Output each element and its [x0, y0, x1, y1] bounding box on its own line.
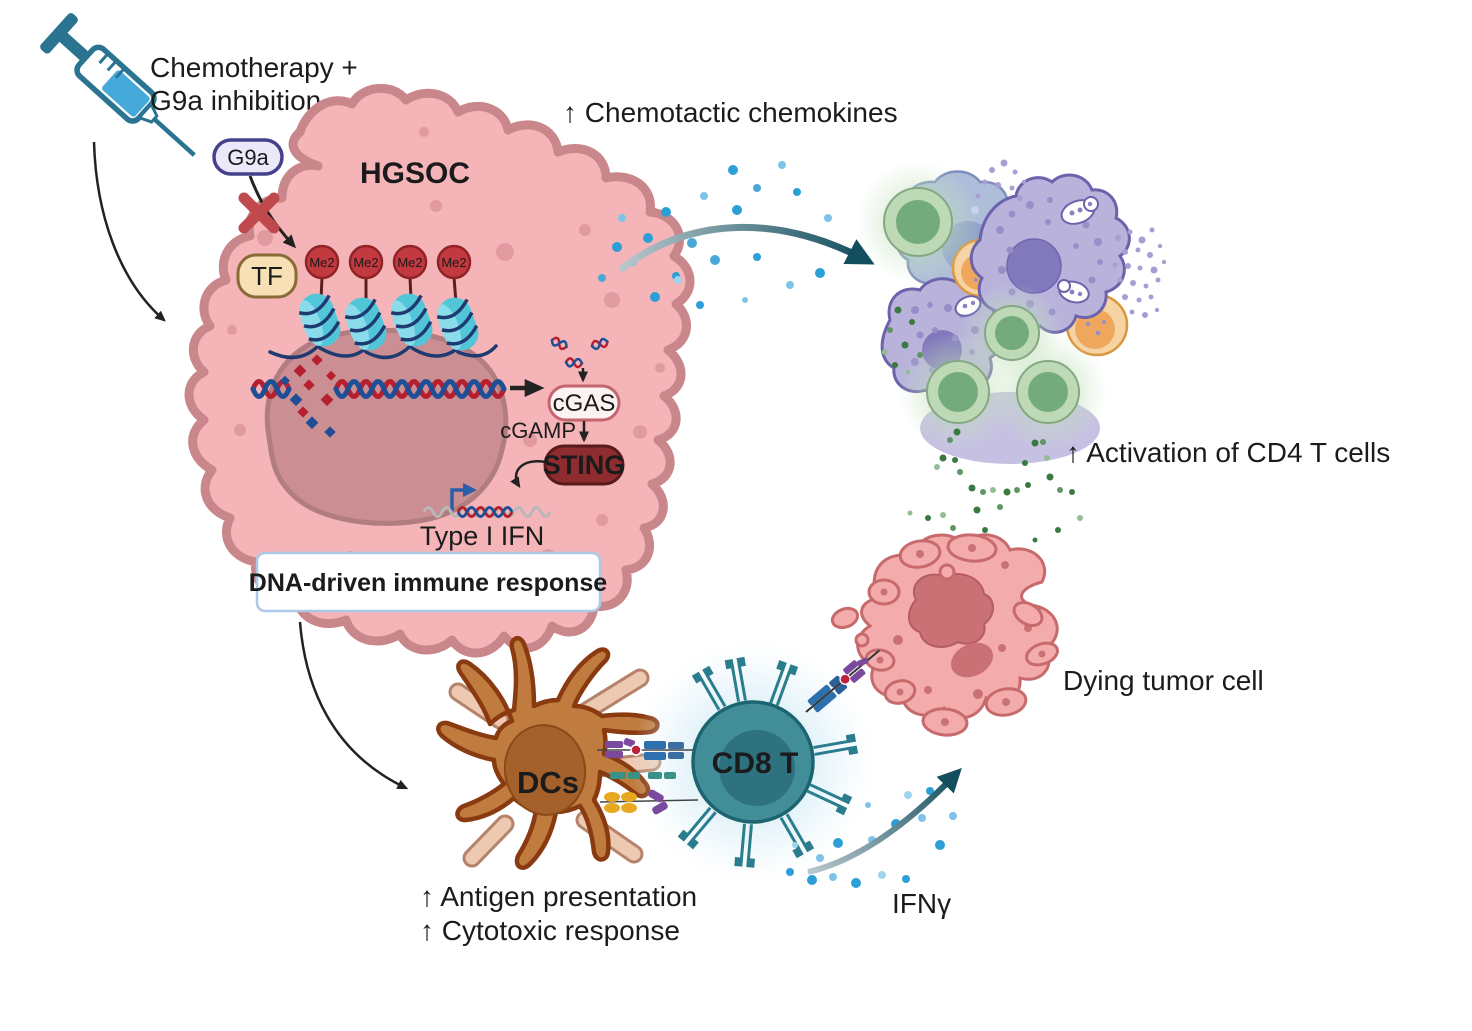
sting-label: STING: [543, 450, 626, 480]
nucleosome-icon: [390, 293, 433, 347]
cd4-t-cell: [984, 305, 1040, 361]
tcr-to-tumor: [805, 649, 881, 713]
cd8-receptor: [734, 823, 755, 868]
cytotoxic-response-label: ↑ Cytotoxic response: [420, 915, 680, 946]
g9a-pill: G9a: [212, 138, 284, 176]
dna-fragments-icon: [550, 336, 609, 369]
immune-synapse-complexes: [597, 738, 700, 815]
sting-pill: STING: [543, 444, 626, 486]
me2-badge: Me2: [348, 244, 384, 280]
arrow-box-to-dc: [298, 621, 409, 790]
cd8-receptor: [691, 665, 727, 711]
cd8-receptor: [806, 783, 853, 816]
nucleosome-icon: [298, 293, 341, 347]
chemokines-label: ↑ Chemotactic chemokines: [563, 97, 898, 128]
cd8-t-cell: CD8 T: [677, 656, 859, 868]
treatment-label-line1: Chemotherapy +: [150, 52, 358, 83]
cd8-receptor: [724, 656, 747, 702]
arrow-sting-to-gene: [510, 460, 546, 489]
dying-tumor-cell: [830, 533, 1059, 737]
ifn-gene: [422, 483, 552, 518]
arrow-chemokines-to-cluster: [617, 223, 875, 273]
arrow-syringe-to-cell: [92, 141, 166, 322]
green-dots-icon: [882, 306, 1083, 548]
me2-label: Me2: [397, 255, 422, 270]
cgas-pill: cGAS: [547, 384, 621, 422]
cgas-label: cGAS: [553, 390, 616, 417]
nucleosome-icon: [344, 297, 387, 351]
me2-label: Me2: [353, 255, 378, 270]
arrow-ifng-to-tumor: [807, 767, 962, 875]
me2-badge: Me2: [436, 244, 472, 280]
hgsoc-cell: [184, 83, 695, 658]
chromatin: Me2 Me2 Me2 Me2: [268, 244, 498, 360]
cd8-receptor: [813, 733, 859, 756]
cgamp-label: cGAMP: [500, 418, 576, 443]
g9a-label: G9a: [227, 145, 269, 170]
dying-tumor-label: Dying tumor cell: [1063, 665, 1264, 696]
syringe-icon: [40, 13, 196, 157]
dna-fragments-icon: [280, 354, 336, 438]
dcs-label: DCs: [517, 765, 579, 800]
ifng-label: IFNγ: [892, 888, 951, 919]
me2-badge: Me2: [392, 244, 428, 280]
body-dots: [876, 544, 1046, 726]
vacuole: [1057, 279, 1090, 304]
me2-label: Me2: [309, 255, 334, 270]
type1-ifn-label: Type I IFN: [420, 521, 545, 551]
me2-badge: Me2: [304, 244, 340, 280]
dendritic-cell: DCs: [436, 636, 662, 870]
cd4-t-cell: [1016, 360, 1080, 424]
apoptotic-bodies: [830, 533, 1059, 737]
cd4-t-cell: [926, 360, 990, 424]
me2-label: Me2: [441, 255, 466, 270]
purple-dot-spray: [975, 159, 1167, 318]
cd8-receptor: [677, 806, 717, 850]
dna-immune-response-box: DNA-driven immune response: [249, 551, 608, 613]
linker-dna: [268, 342, 498, 360]
dc-nucleus: [503, 724, 587, 816]
tf-box: TF: [236, 253, 298, 299]
hgsoc-label: HGSOC: [360, 157, 470, 190]
cd4-t-cell: [883, 187, 953, 257]
treatment-label-line2: G9a inhibition: [150, 85, 321, 116]
antigen-presentation-label: ↑ Antigen presentation: [420, 881, 697, 912]
cd4-activation-label: ↑ Activation of CD4 T cells: [1066, 437, 1390, 468]
cd8-receptor: [769, 660, 799, 706]
promoter-arrow-icon: [450, 483, 477, 511]
immune-cell-cluster: [856, 159, 1167, 464]
cd8-label: CD8 T: [712, 747, 799, 780]
inhibition-cross-icon: [238, 192, 280, 234]
tf-label: TF: [251, 261, 283, 291]
dna-immune-response-label: DNA-driven immune response: [249, 569, 608, 597]
vacuole: [1060, 196, 1099, 225]
nucleosome-icon: [436, 297, 479, 351]
